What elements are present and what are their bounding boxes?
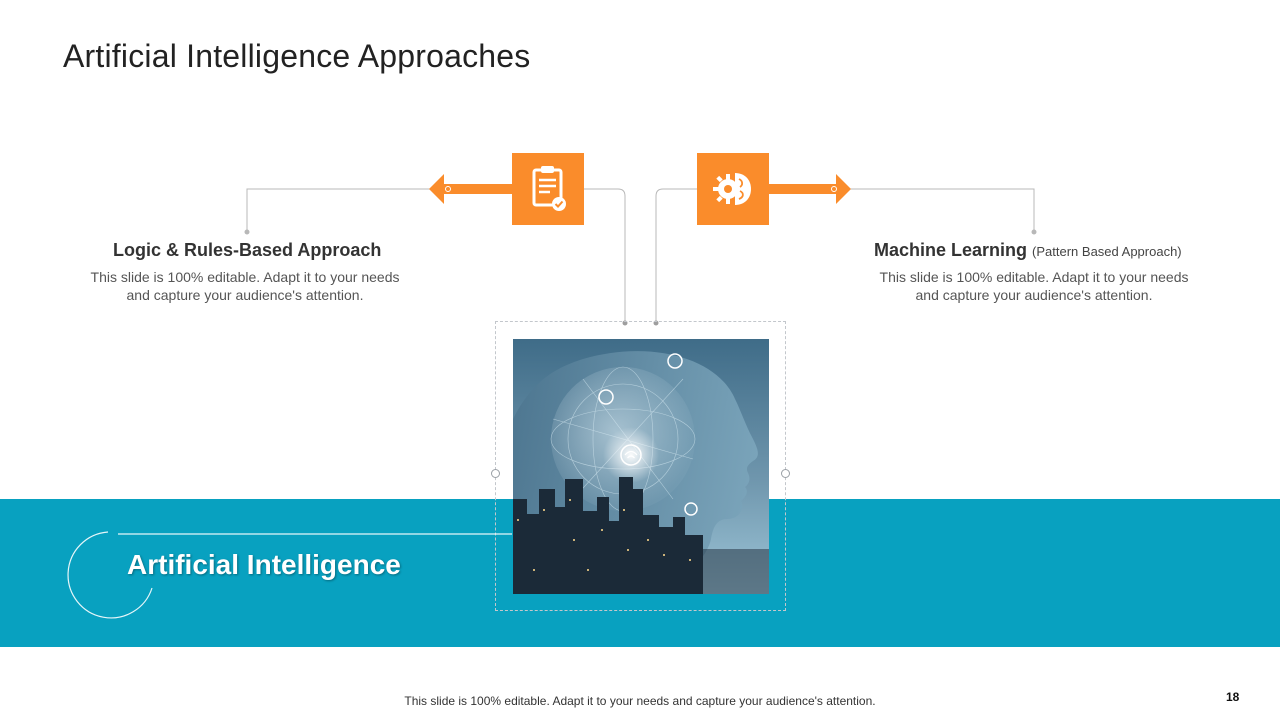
right-heading: Machine Learning (Pattern Based Approach…: [874, 240, 1182, 261]
band-title: Artificial Intelligence: [127, 549, 401, 580]
image-selection-frame[interactable]: [495, 321, 786, 611]
clipboard-check-icon: [512, 153, 584, 225]
page-title: Artificial Intelligence Approaches: [63, 38, 531, 74]
resize-handle-right[interactable]: [781, 469, 790, 478]
brain-gear-icon: [697, 153, 769, 225]
page-number: 18: [1226, 690, 1240, 704]
left-arrow-icon: [429, 174, 512, 204]
right-description: This slide is 100% editable. Adapt it to…: [879, 269, 1189, 303]
right-heading-main: Machine Learning: [874, 240, 1028, 260]
right-heading-sub: (Pattern Based Approach): [1032, 244, 1182, 259]
band-decor-arc: [67, 531, 512, 619]
right-arrow-icon: [768, 174, 851, 204]
resize-handle-left[interactable]: [491, 469, 500, 478]
left-description: This slide is 100% editable. Adapt it to…: [90, 269, 400, 303]
ai-head-city-image: [513, 339, 769, 594]
footer-note: This slide is 100% editable. Adapt it to…: [404, 694, 876, 708]
left-heading: Logic & Rules-Based Approach: [113, 240, 382, 260]
